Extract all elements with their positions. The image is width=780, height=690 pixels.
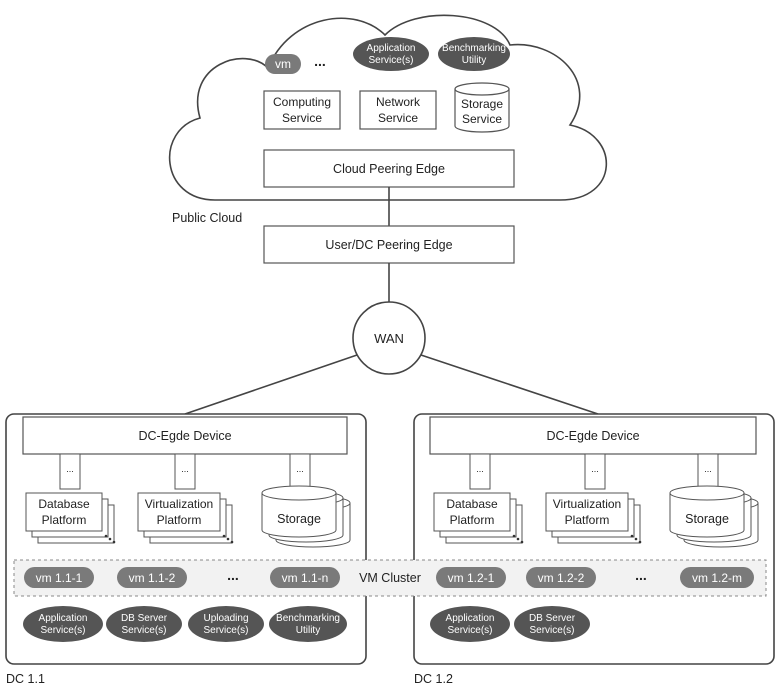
dc1-edge-device-label: DC-Egde Device xyxy=(138,429,231,443)
dc2-database-platform-stack xyxy=(433,492,524,544)
dc1-virt-connector-ellipsis: ... xyxy=(181,464,189,474)
dc1-storage-stack xyxy=(261,485,351,548)
dc2-db-connector-ellipsis: ... xyxy=(476,464,484,474)
network-service-line1: Network xyxy=(376,95,421,109)
dc2-edge-device-box xyxy=(429,416,757,455)
dc1-vm-pill-2 xyxy=(117,567,187,588)
dc1-service-4-line2: Utility xyxy=(296,625,320,636)
dc1-db-connector xyxy=(59,453,81,490)
dc1-storage-connector-ellipsis: ... xyxy=(296,464,304,474)
dc1-virtualization-platform-stack xyxy=(137,492,234,544)
dc2-vm-label-1: vm 1.2-1 xyxy=(448,571,495,585)
dc2-db-connector xyxy=(469,453,491,490)
public-cloud-label: Public Cloud xyxy=(172,211,242,225)
dc2-service-1-line2: Service(s) xyxy=(447,625,492,636)
cloud-vm-label: vm xyxy=(275,57,291,71)
dc1-database-line2: Platform xyxy=(42,513,87,527)
dc2-storage-stack xyxy=(669,485,759,548)
cloud-peering-edge-label: Cloud Peering Edge xyxy=(333,162,445,176)
vm-cluster-label: VM Cluster xyxy=(359,571,421,585)
cloud-vm-ellipsis: ... xyxy=(314,53,326,69)
user-dc-peering-edge-box xyxy=(263,225,515,264)
dc-1-1: DC-Egde Device ... ... ... Database Plat… xyxy=(5,413,367,686)
dc2-service-oval-1 xyxy=(430,606,510,642)
dc2-label: DC 1.2 xyxy=(414,672,453,686)
computing-service-line1: Computing xyxy=(273,95,331,109)
cloud-benchmarking-line2: Utility xyxy=(462,55,486,66)
dc1-service-3-line1: Uploading xyxy=(203,613,248,624)
dc2-database-line2: Platform xyxy=(450,513,495,527)
dc2-service-oval-2 xyxy=(514,606,590,642)
dc2-virt-connector-ellipsis: ... xyxy=(591,464,599,474)
dc1-db-connector-ellipsis: ... xyxy=(66,464,74,474)
cloud-app-services-line1: Application xyxy=(367,43,416,54)
wan-node xyxy=(352,301,426,375)
cloud-app-services-line2: Service(s) xyxy=(368,55,413,66)
user-dc-peering-edge-label: User/DC Peering Edge xyxy=(325,238,452,252)
dc1-vm-ellipsis: ... xyxy=(227,567,239,583)
storage-service-line2: Service xyxy=(462,112,502,126)
dc1-virt-connector xyxy=(174,453,196,490)
cloud-vm-pill xyxy=(265,54,301,74)
cloud-benchmarking-line1: Benchmarking xyxy=(442,43,506,54)
dc2-storage-label: Storage xyxy=(685,512,729,526)
dc2-vm-ellipsis: ... xyxy=(635,567,647,583)
network-service-box xyxy=(359,90,437,130)
dc2-vm-label-3: vm 1.2-m xyxy=(692,571,742,585)
dc2-storage-connector-ellipsis: ... xyxy=(704,464,712,474)
dc2-service-2-line2: Service(s) xyxy=(529,625,574,636)
vm-cluster: vm 1.1-1 vm 1.1-2 ... vm 1.1-n VM Cluste… xyxy=(13,559,767,597)
dc1-service-1-line1: Application xyxy=(39,613,88,624)
dc1-service-oval-3 xyxy=(188,606,264,642)
computing-service-line2: Service xyxy=(282,111,322,125)
dc1-vm-pill-1 xyxy=(24,567,94,588)
dc2-virtualization-line2: Platform xyxy=(565,513,610,527)
dc1-vm-label-1: vm 1.1-1 xyxy=(36,571,83,585)
dc1-vm-label-3: vm 1.1-n xyxy=(282,571,329,585)
dc2-service-1-line1: Application xyxy=(446,613,495,624)
dc1-service-oval-4 xyxy=(269,606,347,642)
dc2-database-line1: Database xyxy=(446,497,498,511)
dc2-virt-connector xyxy=(584,453,606,490)
dc2-service-2-line1: DB Server xyxy=(529,613,576,624)
dc2-vm-pill-3 xyxy=(680,567,754,588)
dc1-edge-device-box xyxy=(22,416,348,455)
cloud-benchmarking-oval xyxy=(438,37,510,71)
dc2-vm-pill-2 xyxy=(526,567,596,588)
cloud-app-services-oval xyxy=(353,37,429,71)
dc1-service-3-line2: Service(s) xyxy=(203,625,248,636)
dc2-vm-label-2: vm 1.2-2 xyxy=(538,571,585,585)
network-service-line2: Service xyxy=(378,111,418,125)
connector-wan-dc2 xyxy=(420,354,599,415)
dc2-vm-pill-1 xyxy=(436,567,506,588)
computing-service-box xyxy=(263,90,341,130)
dc-1-2: DC-Egde Device ... ... ... Database Plat… xyxy=(413,413,775,686)
dc1-vm-pill-3 xyxy=(270,567,340,588)
dc1-database-platform-stack xyxy=(25,492,116,544)
dc1-service-2-line2: Service(s) xyxy=(121,625,166,636)
dc1-label: DC 1.1 xyxy=(6,672,45,686)
dc1-service-oval-1 xyxy=(23,606,103,642)
dc2-edge-device-label: DC-Egde Device xyxy=(546,429,639,443)
storage-service-line1: Storage xyxy=(461,97,503,111)
vm-cluster-band xyxy=(13,559,767,597)
public-cloud: vm ... Application Service(s) Benchmarki… xyxy=(168,14,608,225)
wan-label: WAN xyxy=(374,331,404,346)
dc2-virtualization-line1: Virtualization xyxy=(553,497,621,511)
connector-wan-dc1 xyxy=(184,354,358,415)
dc1-database-line1: Database xyxy=(38,497,90,511)
dc1-service-oval-2 xyxy=(106,606,182,642)
dc2-virtualization-platform-stack xyxy=(545,492,642,544)
dc1-virtualization-line2: Platform xyxy=(157,513,202,527)
dc1-vm-label-2: vm 1.1-2 xyxy=(129,571,176,585)
dc1-virtualization-line1: Virtualization xyxy=(145,497,213,511)
dc1-service-4-line1: Benchmarking xyxy=(276,613,340,624)
dc1-service-1-line2: Service(s) xyxy=(40,625,85,636)
dc1-service-2-line1: DB Server xyxy=(121,613,168,624)
dc1-storage-label: Storage xyxy=(277,512,321,526)
storage-service-cylinder xyxy=(454,82,510,133)
